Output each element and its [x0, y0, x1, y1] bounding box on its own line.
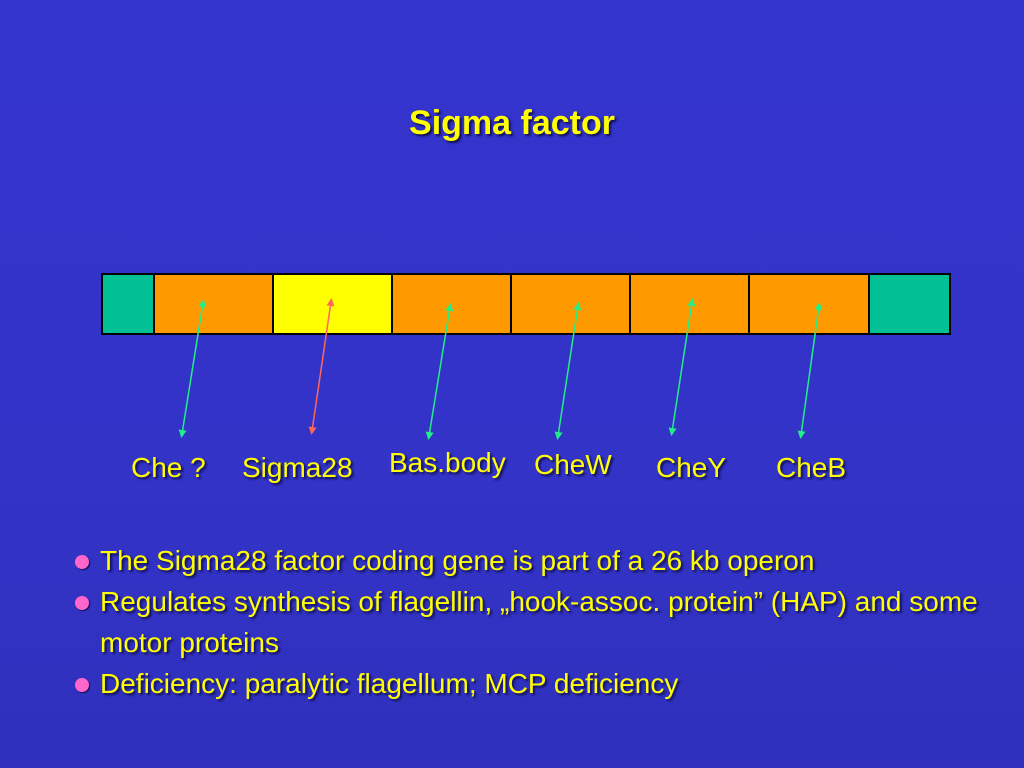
gene-label-sigma28: Sigma28: [242, 452, 353, 483]
arrow-sigma28: [308, 298, 335, 435]
bullet-item: The Sigma28 factor coding gene is part o…: [72, 540, 1017, 581]
gene-label-chew: CheW: [534, 449, 612, 480]
bullet-list: The Sigma28 factor coding gene is part o…: [72, 540, 1017, 704]
gene-label-chey: CheY: [656, 452, 727, 483]
gene-label-cheb: CheB: [776, 452, 847, 483]
gene-label-che-unknown: Che ?: [131, 452, 206, 483]
bullet-text: The Sigma28 factor coding gene is part o…: [100, 545, 815, 576]
bullet-dot-icon: [75, 678, 89, 692]
bullet-item: Regulates synthesis of flagellin, „hook-…: [72, 581, 1017, 663]
arrow-cheb: [797, 302, 823, 439]
arrow-basal-body: [425, 303, 454, 440]
bullet-item: Deficiency: paralytic flagellum; MCP def…: [72, 663, 1017, 704]
bullet-text: Regulates synthesis of flagellin, „hook-…: [100, 586, 978, 658]
operon-flank-left: [103, 275, 155, 333]
arrow-chew: [554, 302, 582, 440]
gene-label-basal-body: Bas.body: [389, 447, 506, 478]
operon-flank-right: [869, 275, 949, 333]
arrow-chey: [668, 298, 696, 436]
gene-che-unknown-segment: [154, 275, 274, 333]
arrow-che-unknown: [178, 299, 207, 438]
slide-title: Sigma factor: [409, 104, 615, 142]
bullet-text: Deficiency: paralytic flagellum; MCP def…: [100, 668, 679, 699]
bullet-dot-icon: [75, 555, 89, 569]
bullet-dot-icon: [75, 596, 89, 610]
